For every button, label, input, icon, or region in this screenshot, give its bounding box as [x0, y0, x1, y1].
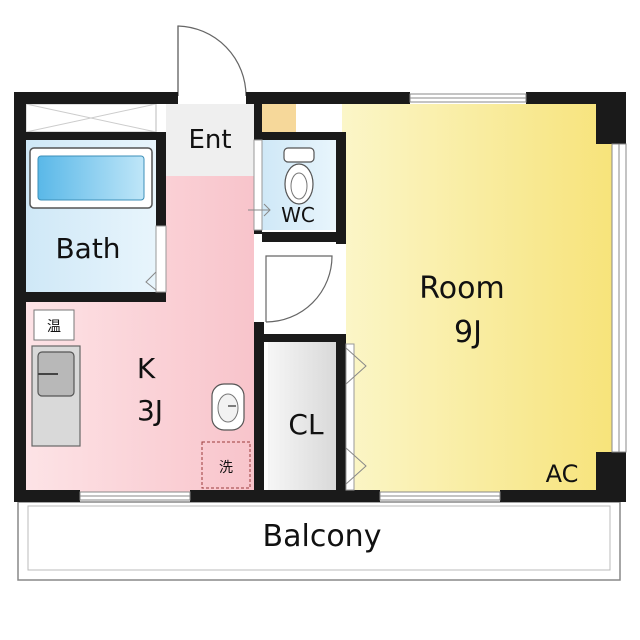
entrance-label: Ent — [188, 125, 231, 155]
wc-door — [253, 139, 263, 231]
room-size: 9J — [454, 315, 482, 350]
shoe-box — [260, 104, 296, 134]
closet-door — [345, 343, 355, 491]
closet-fill — [268, 342, 336, 492]
wc-label: WC — [281, 203, 315, 227]
closet-label: CL — [288, 408, 324, 441]
bathtub-basin — [37, 155, 145, 201]
room-fill — [342, 104, 614, 492]
kitchen-size: 3J — [137, 394, 163, 427]
water-heater-label: 温 — [47, 319, 61, 335]
balcony-label: Balcony — [263, 519, 382, 554]
entrance-door-swing — [177, 25, 247, 97]
entrance-fill — [166, 104, 254, 176]
bath-door — [155, 225, 167, 293]
bath-label: Bath — [55, 232, 120, 265]
balcony-rail — [27, 505, 611, 571]
room-door-swing — [265, 255, 333, 323]
water-heater-box — [33, 309, 75, 341]
wash-basin-icon — [211, 383, 245, 431]
air-conditioner-label: AC — [546, 460, 579, 488]
washer-space-label: 洗 — [219, 460, 233, 476]
room-label: Room — [419, 271, 504, 306]
toilet-icon — [283, 147, 315, 205]
kitchen-label: K — [137, 352, 156, 385]
washer-space — [201, 441, 251, 489]
